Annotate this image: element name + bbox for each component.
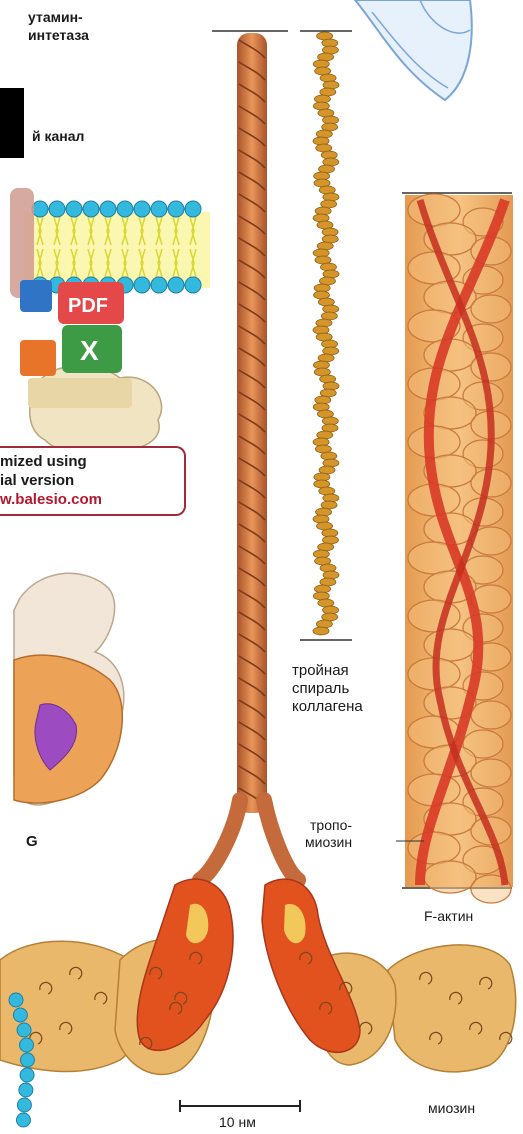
- myosin-coiled-tail: [200, 31, 298, 880]
- lipid-head-top: [117, 201, 133, 217]
- label-collagen-line2: спираль: [292, 680, 349, 697]
- label-tropomyosin-line1: тропо-: [310, 817, 352, 834]
- chain-bead: [16, 1113, 30, 1127]
- actin-subunit: [471, 701, 511, 729]
- label-collagen-line1: тройная: [292, 662, 349, 679]
- watermark-icons: PDF X: [20, 280, 132, 408]
- chain-bead: [17, 1023, 31, 1037]
- actin-subunit: [424, 629, 476, 661]
- label-f-actin: F-актин: [424, 908, 473, 925]
- collagen-bead: [320, 74, 336, 82]
- label-channel: й канал: [32, 128, 84, 145]
- chain-bead: [17, 1098, 31, 1112]
- lipid-head-top: [83, 201, 99, 217]
- collagen-bead: [320, 564, 336, 572]
- f-actin-filament: [396, 193, 513, 903]
- lipid-head-top: [100, 201, 116, 217]
- chain-bead: [20, 1068, 34, 1082]
- watermark-line2: ial version: [0, 471, 184, 490]
- actin-subunit: [471, 759, 511, 787]
- collagen-triple-helix: [300, 31, 352, 640]
- label-glutamine-line2: интетаза: [28, 27, 89, 44]
- label-protein-g: G: [26, 833, 38, 850]
- lipid-head-bottom: [185, 277, 201, 293]
- watermark-line3[interactable]: w.balesio.com: [0, 490, 184, 509]
- blue-protein-fragment: [355, 0, 472, 100]
- crop-edge-bar: [0, 88, 24, 158]
- actin-subunit: [424, 861, 476, 893]
- pdf-badge: PDF: [68, 295, 108, 317]
- lipid-head-bottom: [168, 277, 184, 293]
- actin-subunit: [408, 600, 460, 632]
- lipid-head-top: [66, 201, 82, 217]
- watermark-box: mized using ial version w.balesio.com: [0, 446, 186, 516]
- chain-bead: [9, 993, 23, 1007]
- label-collagen-line3: коллагена: [292, 698, 363, 715]
- lipid-head-top: [49, 201, 65, 217]
- label-myosin: миозин: [428, 1100, 475, 1117]
- watermark-line1: mized using: [0, 452, 184, 471]
- actin-subunit: [471, 295, 511, 323]
- lipid-head-top: [168, 201, 184, 217]
- actin-subunit: [408, 832, 460, 864]
- scale-bar: [180, 1100, 300, 1112]
- chain-bead: [19, 1038, 33, 1052]
- collagen-bead: [313, 627, 329, 635]
- collagen-bead: [316, 319, 332, 327]
- actin-subunit: [408, 194, 460, 226]
- protein-g-structure: [14, 573, 124, 805]
- chain-bead: [13, 1008, 27, 1022]
- excel-letter: X: [80, 335, 99, 366]
- label-tropomyosin-line2: миозин: [305, 834, 352, 851]
- lipid-head-bottom: [134, 277, 150, 293]
- lipid-head-top: [32, 201, 48, 217]
- word-icon: [20, 280, 52, 312]
- chain-bead: [19, 1083, 33, 1097]
- chain-bead: [20, 1053, 34, 1067]
- lipid-head-top: [185, 201, 201, 217]
- label-glutamine-line1: утамин-: [28, 9, 83, 26]
- collagen-bead: [313, 137, 329, 145]
- lipid-head-top: [134, 201, 150, 217]
- label-scale-bar: 10 нм: [219, 1114, 256, 1131]
- lipid-head-top: [151, 201, 167, 217]
- lipid-head-bottom: [151, 277, 167, 293]
- collagen-bead: [323, 382, 339, 390]
